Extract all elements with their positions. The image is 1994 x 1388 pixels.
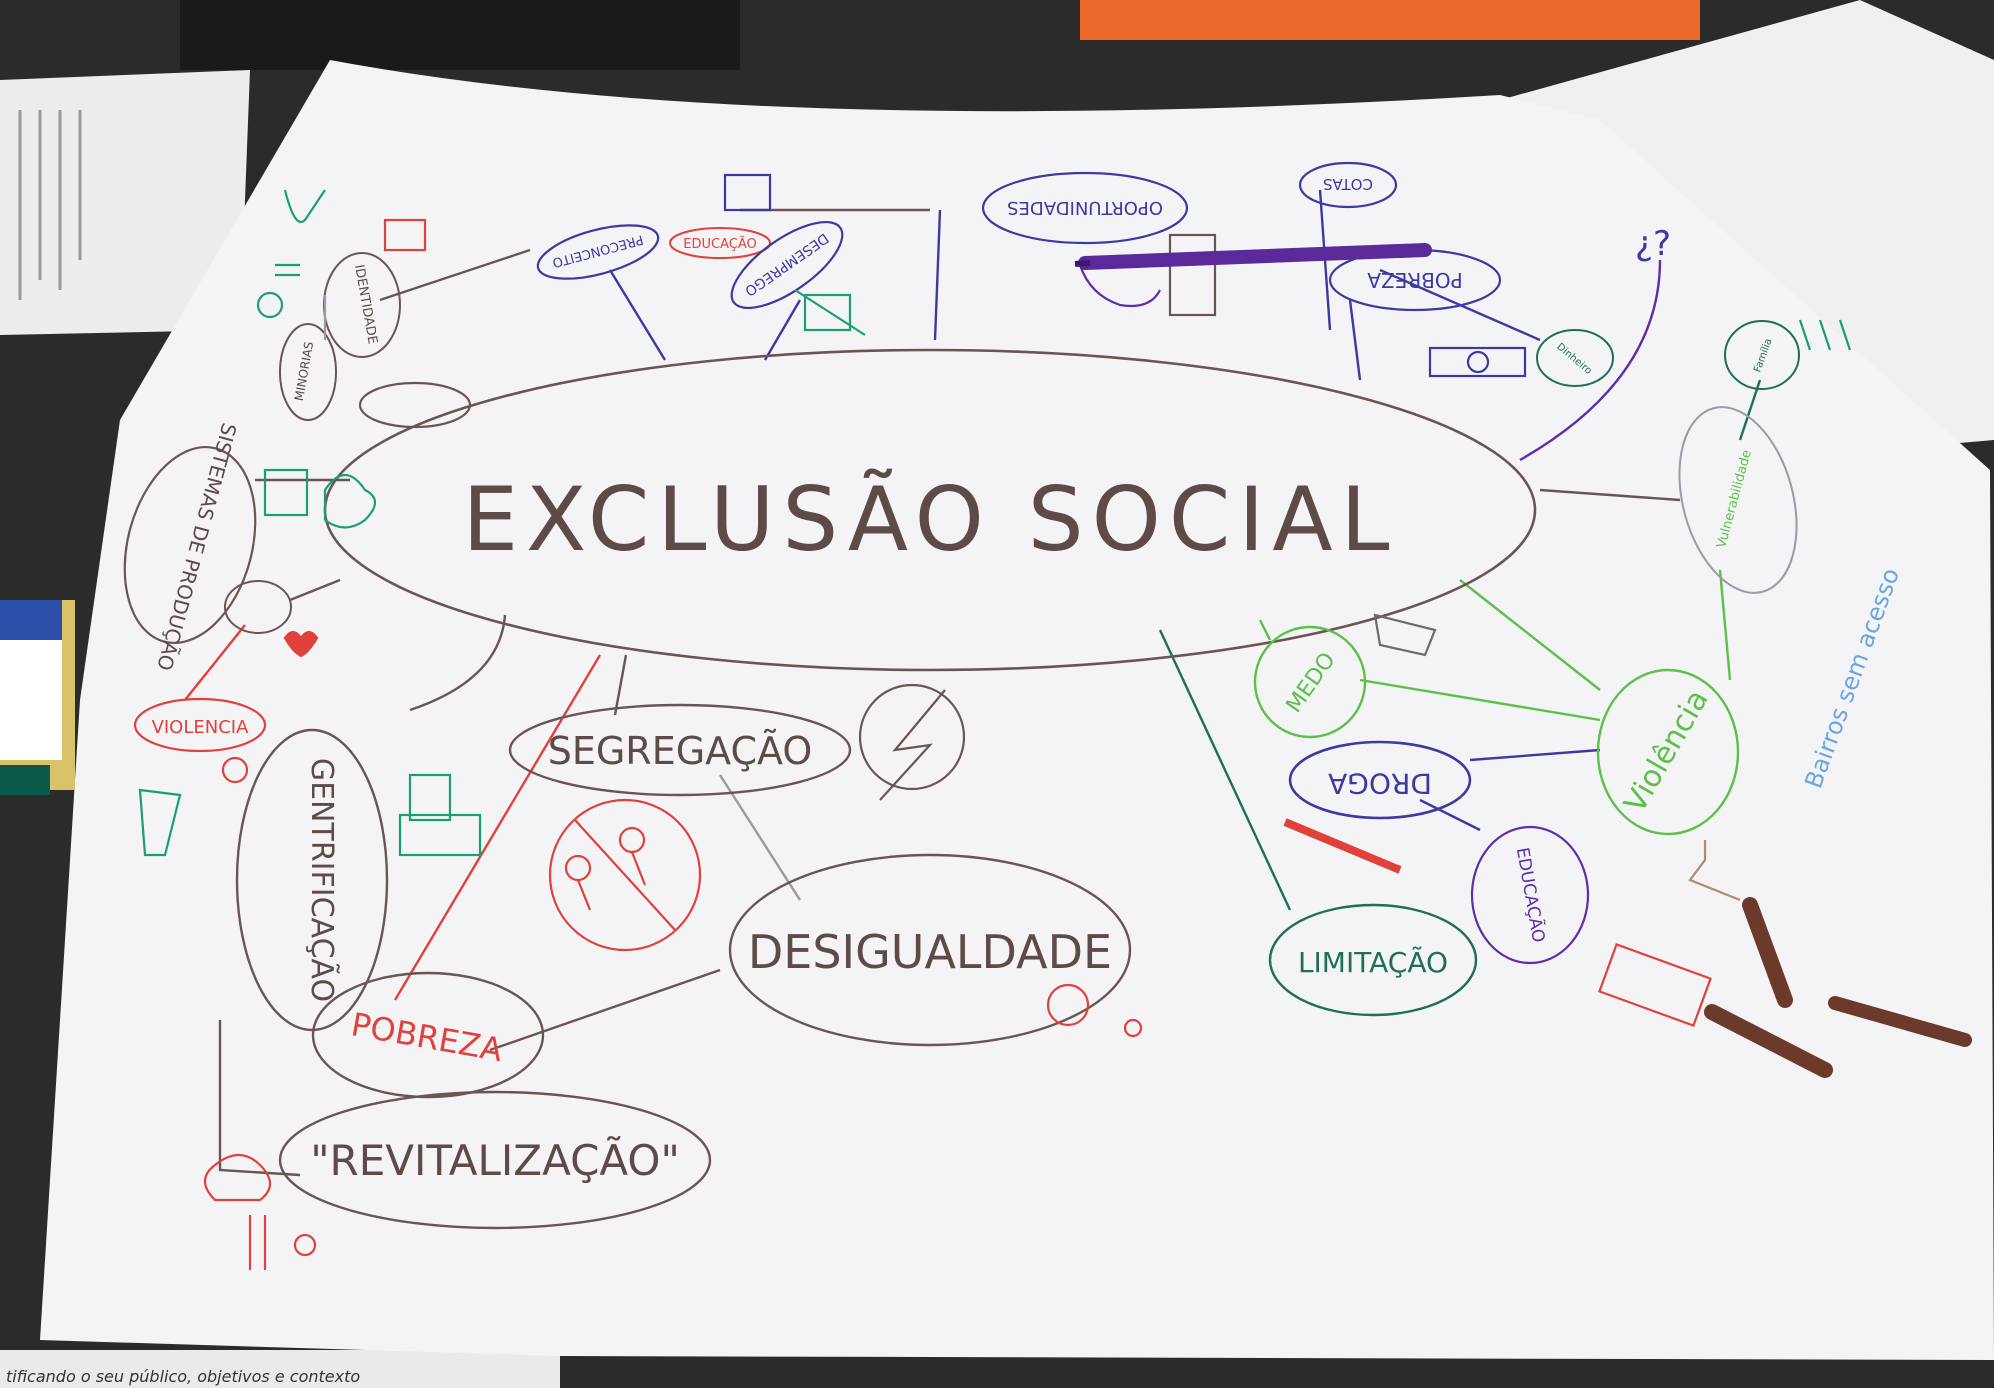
gentrificacao-label: GENTRIFICAÇÃO <box>304 758 340 1002</box>
doodles <box>138 173 1852 1270</box>
connection-lines <box>184 189 1762 1177</box>
crayons <box>1704 897 1972 1078</box>
node-oportunidades: OPORTUNIDADES <box>981 171 1189 245</box>
limitacao-label: LIMITAÇÃO <box>1298 946 1448 979</box>
poster-paper <box>40 60 1994 1360</box>
node-violencia-left: VIOLENCIA <box>133 697 267 753</box>
node-segregacao: SEGREGAÇÃO <box>508 703 852 797</box>
node-droga: DROGA <box>1288 740 1472 820</box>
violencia-left-label: VIOLENCIA <box>152 717 250 738</box>
educacao-top-label: EDUCAÇÃO <box>683 236 756 252</box>
bottom-sheet-text: tificando o seu público, objetivos e con… <box>6 1367 360 1386</box>
node-small-left <box>224 580 292 634</box>
node-educacao-top: EDUCAÇÃO <box>669 227 771 259</box>
node-gentrificacao: GENTRIFICAÇÃO <box>235 728 389 1032</box>
node-desigualdade: DESIGUALDADE <box>728 853 1132 1047</box>
revitalizacao-label: "REVITALIZAÇÃO" <box>310 1135 680 1185</box>
orange-object <box>1080 0 1700 40</box>
segregacao-label: SEGREGAÇÃO <box>548 729 813 773</box>
node-revitalizacao: "REVITALIZAÇÃO" <box>278 1090 712 1230</box>
printed-sheet-left <box>0 70 250 335</box>
pobreza-top-label: POBREZA <box>1367 268 1463 292</box>
printed-sheet-lines <box>18 110 82 300</box>
droga-label: DROGA <box>1328 767 1432 800</box>
cotas-label: COTAS <box>1323 175 1373 193</box>
node-pobreza-top: POBREZA <box>1328 248 1502 312</box>
node-cotas: COTAS <box>1298 161 1398 209</box>
node-limitacao: LIMITAÇÃO <box>1268 903 1478 1017</box>
center-label: EXCLUSÃO SOCIAL <box>462 468 1397 571</box>
purple-marker <box>1074 243 1432 270</box>
oportunidades-label: OPORTUNIDADES <box>1007 197 1163 218</box>
black-bag <box>180 0 740 70</box>
desigualdade-label: DESIGUALDADE <box>748 925 1112 979</box>
eraser-box <box>0 600 75 795</box>
question-mark: ¿? <box>1635 224 1671 264</box>
bottom-sheet <box>0 1350 560 1388</box>
